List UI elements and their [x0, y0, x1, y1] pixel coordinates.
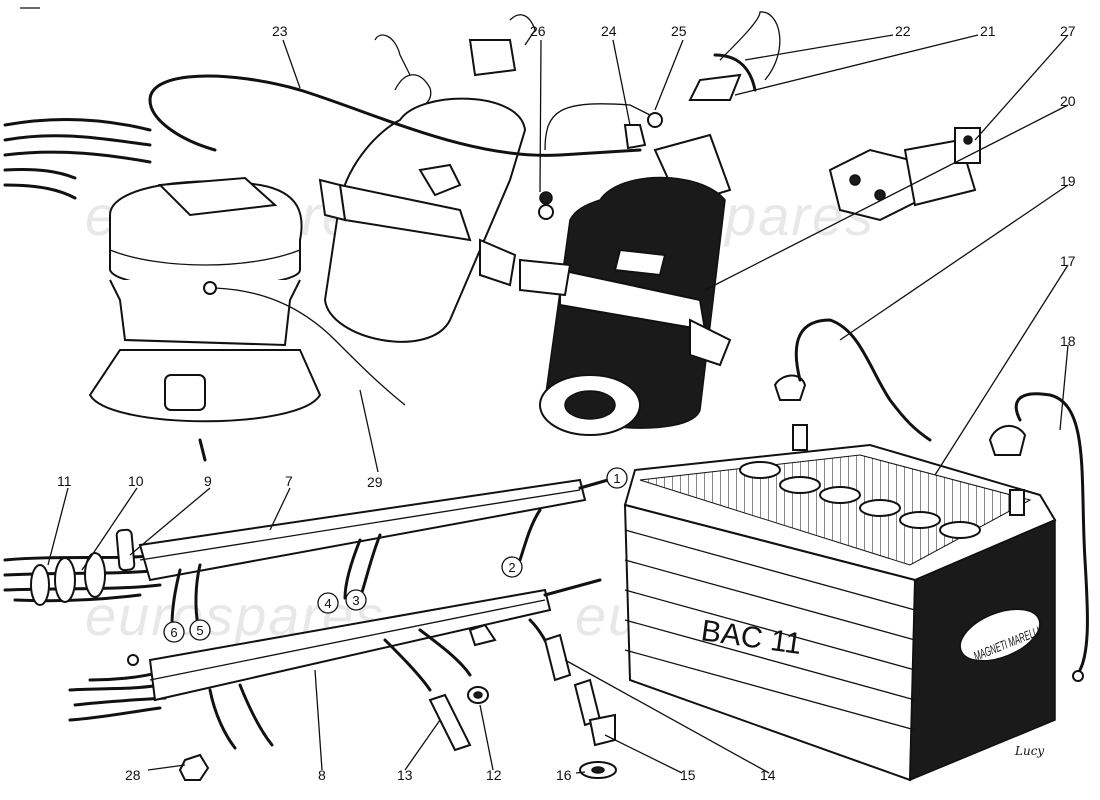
wire-marker-2: 2: [501, 556, 523, 578]
wire-marker-1: 1: [606, 467, 628, 489]
sleeve: [428, 693, 472, 752]
callout-27: 27: [1060, 23, 1076, 39]
terminal-connector: [538, 103, 663, 220]
nut: [178, 753, 210, 781]
battery-caps: [739, 461, 981, 539]
battery-lead-negative: [773, 318, 932, 442]
callout-21: 21: [980, 23, 996, 39]
callout-8: 8: [318, 767, 326, 783]
callout-23: 23: [272, 23, 288, 39]
wiring-loom-lower: [68, 578, 602, 750]
callout-16: 16: [556, 767, 572, 783]
wire-marker-3: 3: [345, 589, 367, 611]
svg-text:4: 4: [324, 596, 331, 611]
grommet: [467, 686, 489, 704]
battery-lead-positive: [988, 392, 1089, 682]
svg-text:5: 5: [196, 623, 203, 638]
ignition-coil: [519, 11, 781, 436]
callout-numbers: 23 26 24 25 22 21 27 20 19 17 18 29 11 1…: [57, 23, 1076, 783]
callout-9: 9: [204, 473, 212, 489]
callout-14: 14: [760, 767, 776, 783]
wire-marker-4: 4: [317, 592, 339, 614]
ht-lead-end: [148, 98, 217, 152]
callout-19: 19: [1060, 173, 1076, 189]
loose-wire-bundle: [3, 118, 152, 200]
wire-marker-6: 6: [163, 621, 185, 643]
callout-29: 29: [367, 474, 383, 490]
callout-28: 28: [125, 767, 141, 783]
wire-marker-5: 5: [189, 619, 211, 641]
callout-12: 12: [486, 767, 502, 783]
callout-26: 26: [530, 23, 546, 39]
callout-13: 13: [397, 767, 413, 783]
callout-15: 15: [680, 767, 696, 783]
leader-lines: [47, 34, 1069, 774]
callout-18: 18: [1060, 333, 1076, 349]
callout-22: 22: [895, 23, 911, 39]
ignition-switch: [828, 127, 981, 222]
distributor: [88, 176, 406, 462]
callout-10: 10: [128, 473, 144, 489]
callout-24: 24: [601, 23, 617, 39]
washer: [579, 761, 617, 779]
ignition-coil-old: [318, 14, 536, 343]
connector-14: [543, 633, 572, 682]
svg-text:3: 3: [352, 593, 359, 608]
callout-17: 17: [1060, 253, 1076, 269]
callout-7: 7: [285, 473, 293, 489]
temperature-sender: [573, 678, 616, 747]
artist-signature: Lucy: [1014, 744, 1044, 758]
callout-20: 20: [1060, 93, 1076, 109]
callout-25: 25: [671, 23, 687, 39]
svg-text:6: 6: [170, 625, 177, 640]
callout-11: 11: [57, 473, 72, 489]
svg-text:2: 2: [508, 560, 515, 575]
wire-number-markers: 1 2 3 4 5 6: [163, 467, 628, 643]
ht-lead: [148, 74, 642, 157]
svg-text:1: 1: [613, 471, 620, 486]
battery: BAC 11 MAGNETI MARELLI Lucy: [623, 424, 1057, 782]
